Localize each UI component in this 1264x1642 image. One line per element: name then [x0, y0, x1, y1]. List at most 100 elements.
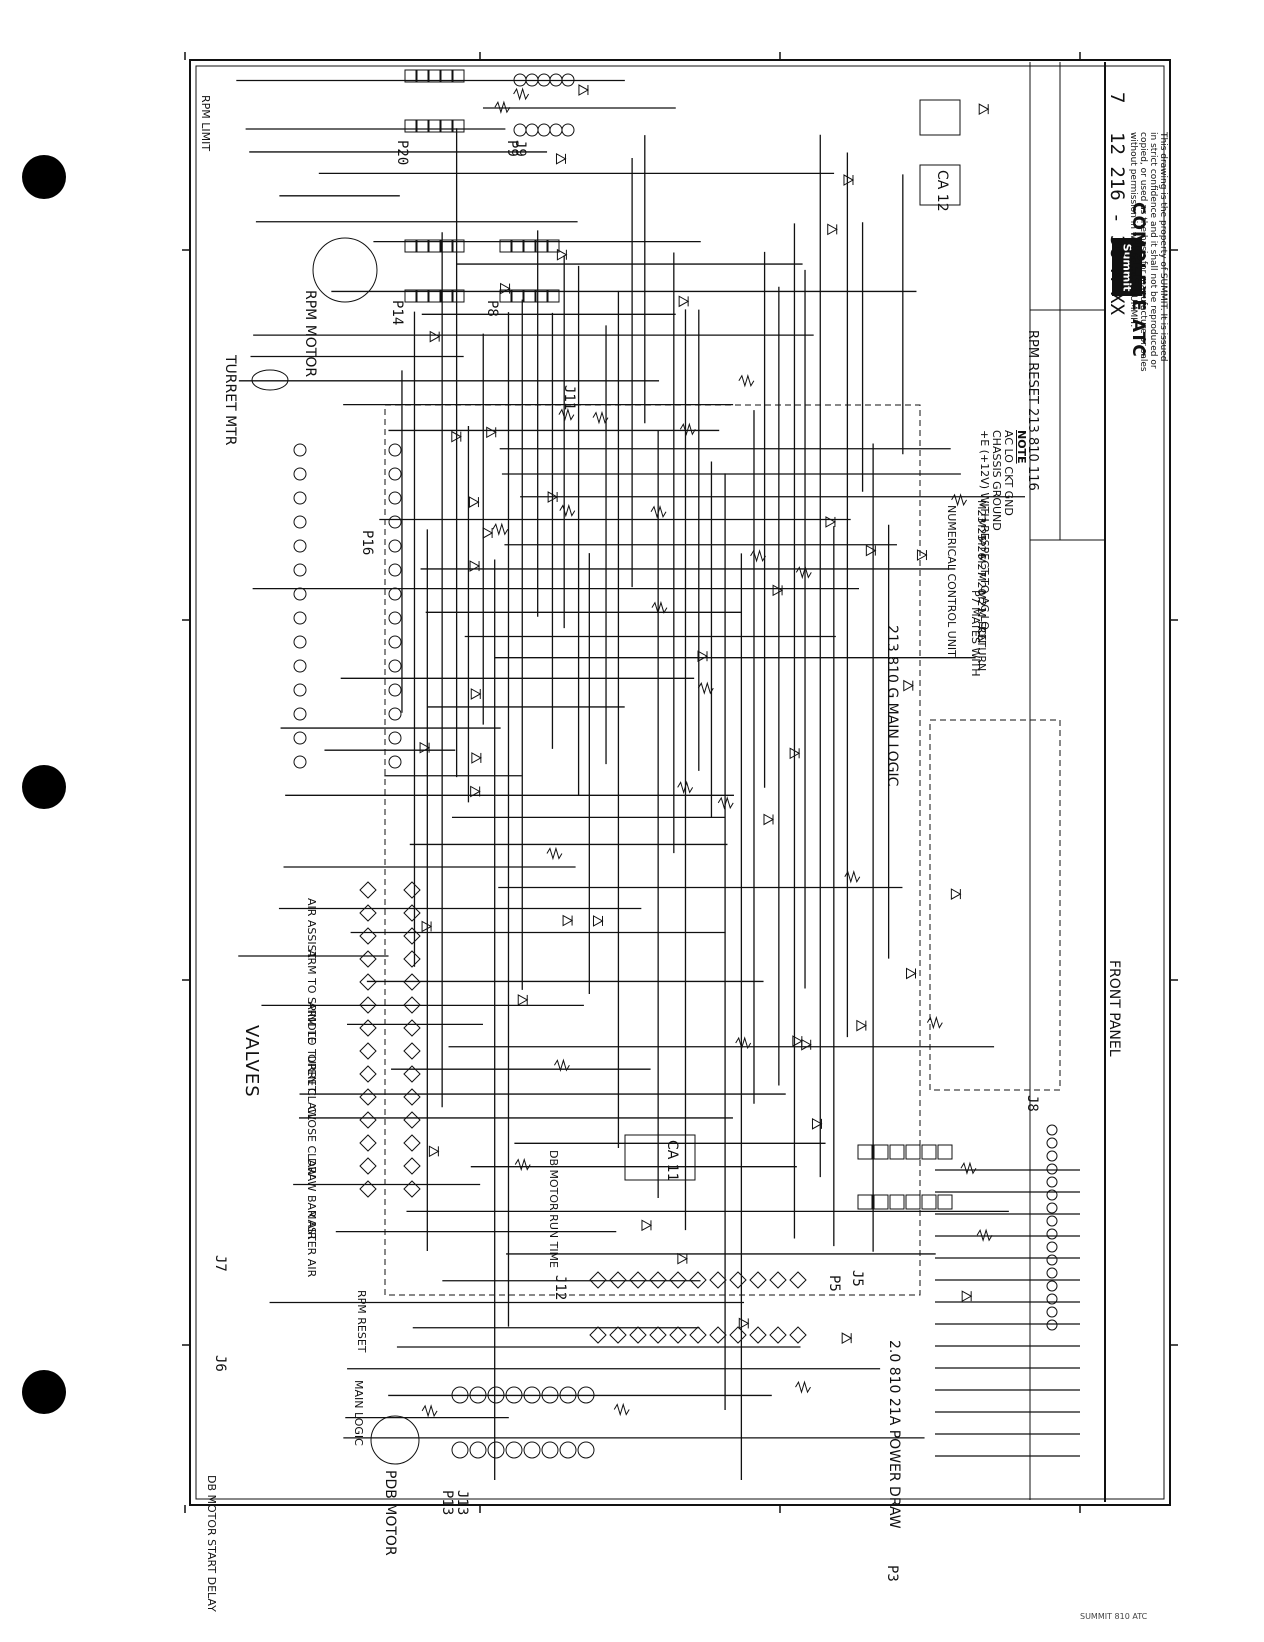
connector-pin — [499, 239, 512, 253]
valve-terminal — [403, 1088, 421, 1106]
resistor-symbol — [697, 681, 714, 695]
connector-pin — [388, 635, 402, 649]
connector-pin — [452, 289, 465, 303]
connector-pin — [293, 659, 307, 673]
company-logo: Summit — [1112, 238, 1142, 296]
resistor-symbol — [738, 374, 755, 388]
connector-pin — [469, 1441, 487, 1459]
connector-pin — [404, 69, 417, 83]
resistor-symbol — [735, 1036, 752, 1050]
diode-symbol — [468, 496, 480, 508]
numerical-control-label: NUMERICAL CONTROL UNIT — [945, 505, 958, 657]
valve-terminal — [403, 1065, 421, 1083]
connector-pin — [452, 119, 465, 133]
diode-symbol — [470, 785, 481, 798]
connector-pin — [505, 1386, 523, 1404]
diode-symbol — [517, 994, 529, 1006]
connector-pin — [388, 515, 402, 529]
connector-pin — [889, 1144, 905, 1160]
resistor-symbol — [960, 1161, 977, 1175]
diode-symbol — [678, 295, 690, 308]
connector-terminal — [709, 1326, 727, 1344]
valve-terminal — [403, 1134, 421, 1152]
connector-terminal — [729, 1326, 747, 1344]
punch-hole-top — [22, 155, 66, 199]
connector-pin — [523, 239, 536, 253]
diode-symbol — [428, 1145, 440, 1158]
connector-pin — [537, 123, 551, 137]
zone-ticks — [182, 52, 1178, 1513]
diode-symbol — [592, 915, 604, 927]
resistor-symbol — [717, 796, 734, 810]
connector-pin — [388, 491, 402, 505]
connector-pin — [535, 289, 548, 303]
connector-p8-label: P8 — [484, 300, 500, 317]
connector-terminal — [669, 1271, 687, 1289]
connector-pin — [451, 1386, 469, 1404]
valve-terminal — [359, 1065, 377, 1083]
resistor-symbol — [679, 422, 696, 437]
diode-symbol — [903, 679, 914, 692]
connector-pin — [293, 683, 307, 697]
connector-pin — [428, 289, 441, 303]
connector-pin — [388, 731, 402, 745]
connector-p14-label: P14 — [389, 300, 405, 326]
connector-j11-label: J11 — [561, 385, 577, 411]
connector-pin — [404, 119, 417, 133]
valve-terminal — [403, 1157, 421, 1175]
valve-terminal — [359, 1134, 377, 1152]
resistor-symbol — [651, 600, 668, 615]
connector-pin — [293, 635, 307, 649]
connector-pin — [416, 119, 429, 133]
connector-pin — [937, 1194, 953, 1210]
diode-symbol — [547, 491, 559, 503]
connector-pin — [293, 467, 307, 481]
connector-pin — [440, 239, 453, 253]
connector-terminal — [649, 1271, 667, 1289]
connector-pin — [416, 69, 429, 83]
ic-ca11 — [624, 1134, 696, 1181]
turret-motor-symbol — [251, 369, 289, 391]
connector-terminal — [589, 1271, 607, 1289]
connector-pin — [293, 443, 307, 457]
connector-pin — [388, 539, 402, 553]
rpm-limit-label: RPM LIMIT — [199, 95, 212, 152]
connector-pin — [1046, 1124, 1058, 1136]
diode-symbol — [471, 752, 482, 764]
diode-symbol — [486, 426, 497, 439]
connector-pin — [857, 1194, 873, 1210]
note-1: AC LO CKT GND — [1002, 430, 1015, 516]
title-block: Summit This drawing is the property of S… — [1104, 62, 1170, 1502]
connector-pin — [452, 69, 465, 83]
diode-symbol — [825, 516, 836, 528]
resistor-symbol — [421, 1404, 438, 1418]
rpm-reset-label: RPM RESET — [355, 1290, 368, 1353]
diode-symbol — [792, 1035, 803, 1047]
connector-pin — [416, 239, 429, 253]
drawing-title: COMPLETE ATC — [1128, 202, 1148, 358]
connector-pin — [541, 1386, 559, 1404]
connector-p5-label: P5 — [826, 1275, 842, 1292]
diode-symbol — [555, 152, 567, 165]
connector-pin — [511, 289, 524, 303]
connector-pin — [428, 69, 441, 83]
connector-terminal — [769, 1271, 787, 1289]
resistor-symbol — [844, 870, 861, 884]
connector-pin — [889, 1194, 905, 1210]
resistor-symbol — [514, 1157, 531, 1172]
connector-pin — [1046, 1267, 1058, 1279]
connector-j13-label: J13 — [454, 1490, 470, 1516]
connector-p13-label: P13 — [439, 1490, 455, 1516]
connector-pin — [1046, 1306, 1058, 1318]
diode-symbol — [578, 84, 589, 96]
punch-hole-bottom — [22, 1370, 66, 1414]
connector-pin — [487, 1386, 505, 1404]
connector-pin — [1046, 1202, 1058, 1214]
valve-terminal — [403, 904, 421, 922]
connector-p20-label: P20 — [394, 140, 410, 166]
valve-terminal — [359, 950, 377, 968]
valve-terminal — [403, 973, 421, 991]
connector-pin — [440, 69, 453, 83]
resistor-symbol — [750, 549, 766, 563]
